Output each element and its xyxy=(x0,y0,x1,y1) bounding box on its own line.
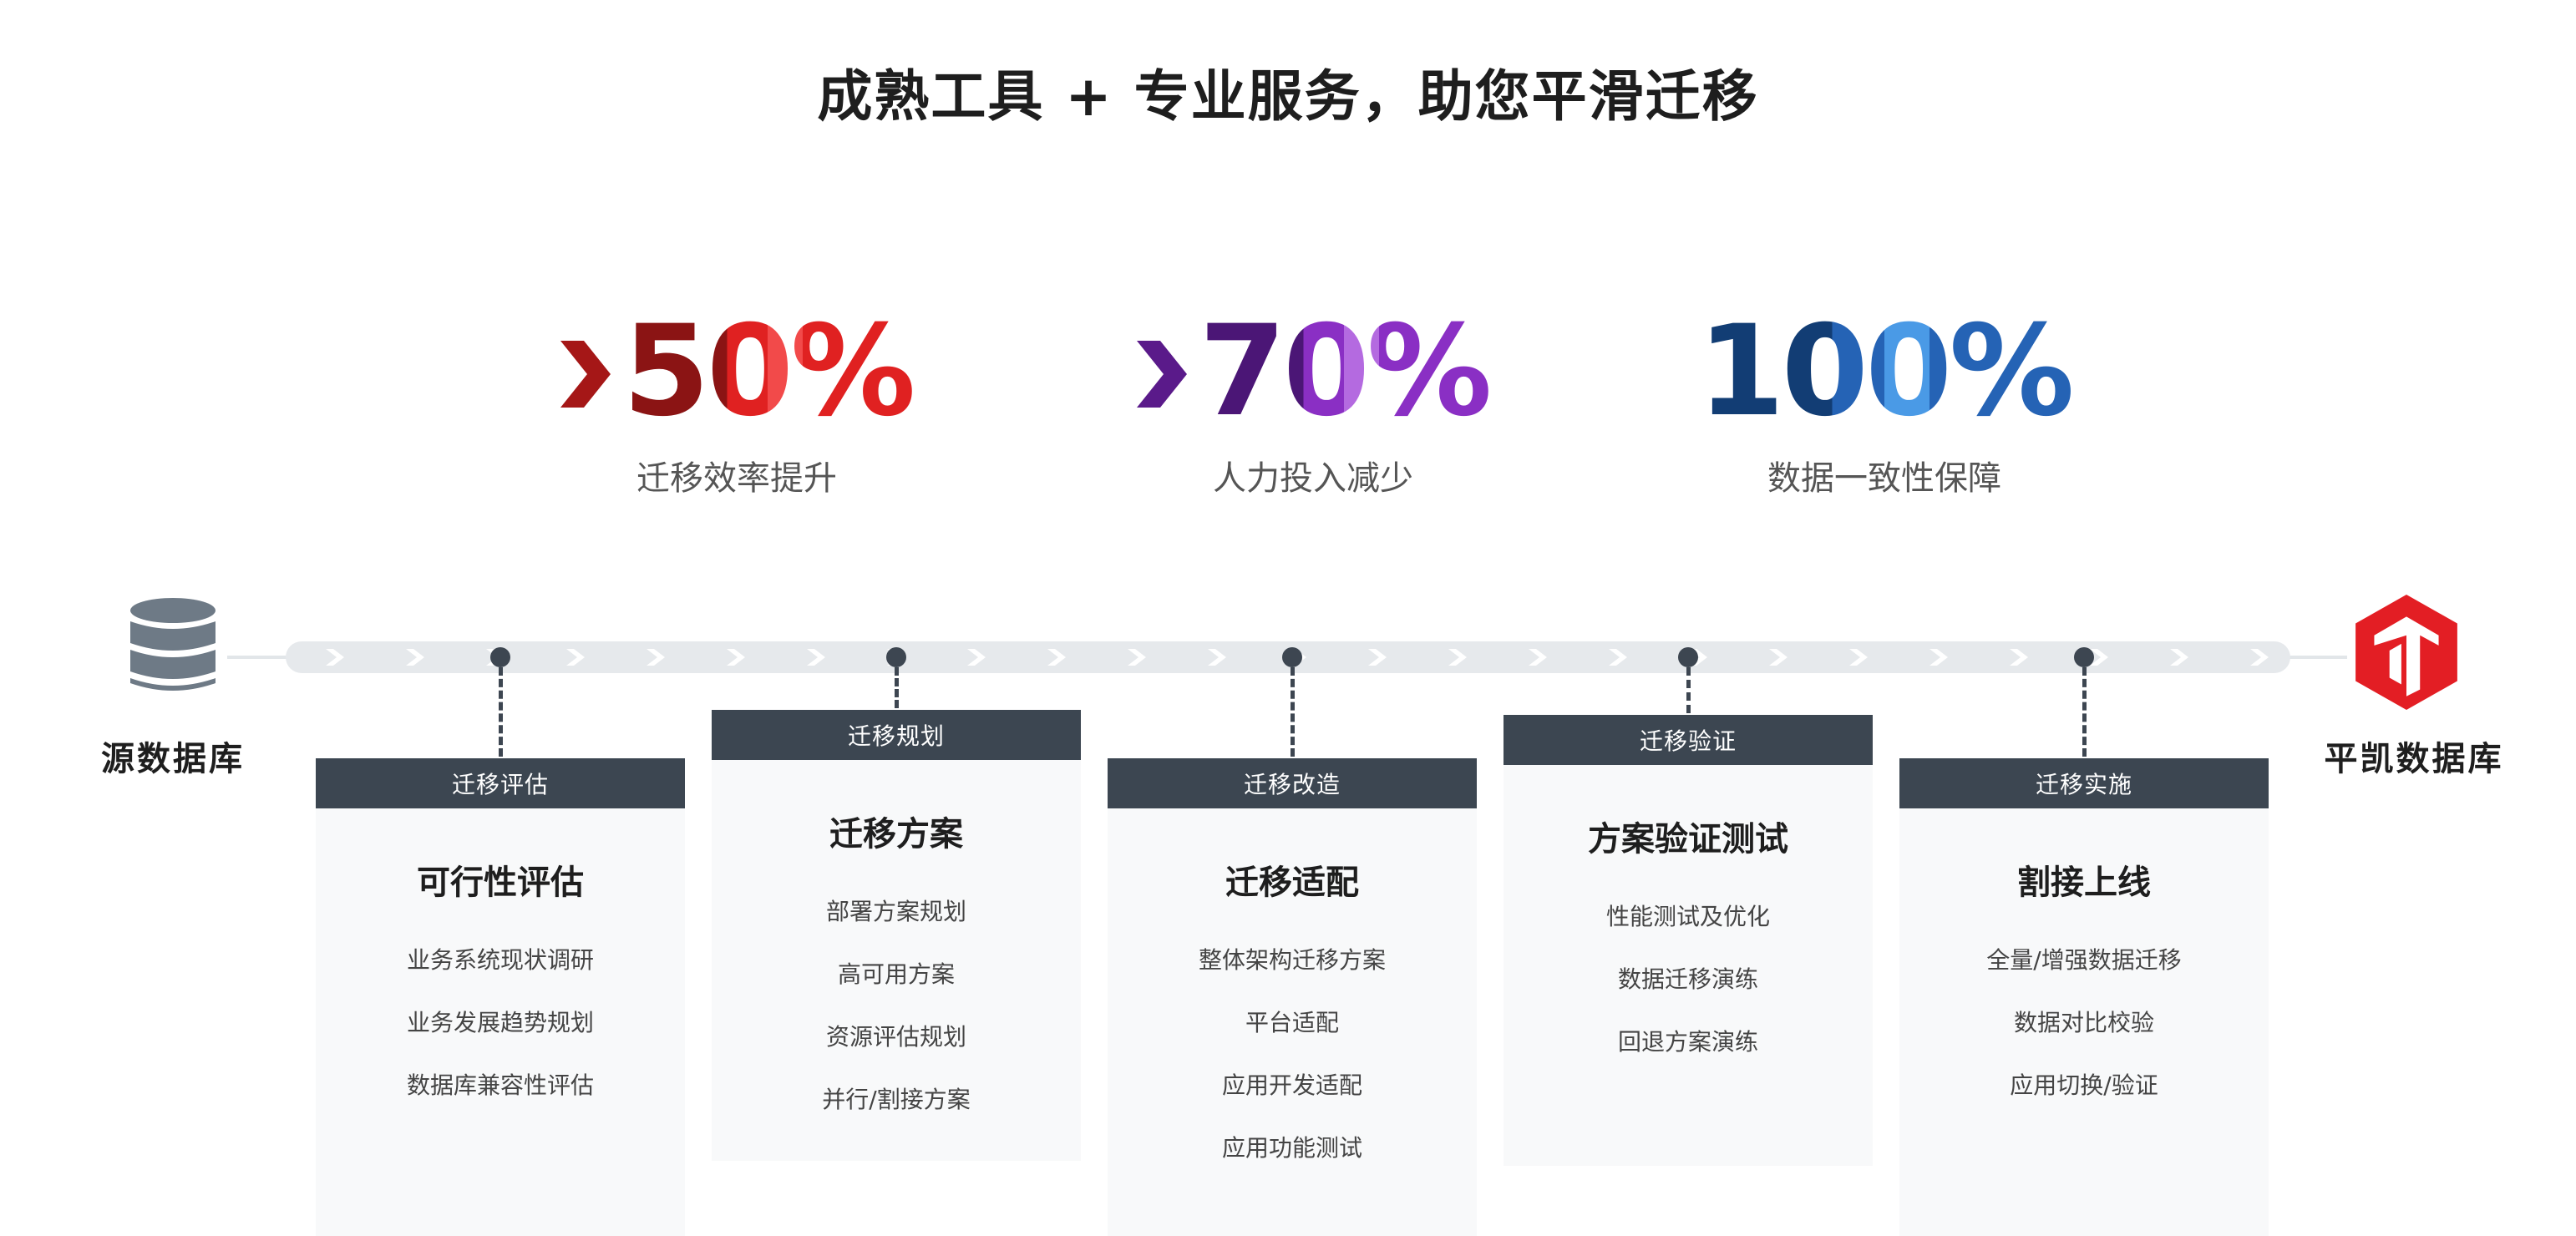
chevron-right-icon xyxy=(1689,649,1707,666)
phase-item-list: 部署方案规划高可用方案资源评估规划并行/割接方案 xyxy=(712,880,1081,1131)
chevron-right-icon xyxy=(326,649,344,666)
chevron-right-icon xyxy=(1137,341,1188,408)
phase-item: 整体架构迁移方案 xyxy=(1198,946,1386,974)
phase-header: 迁移实施 xyxy=(1899,758,2269,808)
chevron-right-icon xyxy=(1128,649,1146,666)
chevron-right-icon xyxy=(1769,649,1787,666)
phase-item: 业务系统现状调研 xyxy=(406,946,594,974)
track-connector-dash xyxy=(895,667,899,708)
phase-title: 迁移方案 xyxy=(829,815,963,854)
phase-card: 迁移评估可行性评估业务系统现状调研业务发展趋势规划数据库兼容性评估 xyxy=(316,758,685,1236)
stat-label: 数据一致性保障 xyxy=(1767,459,2001,498)
stat-label: 人力投入减少 xyxy=(1213,459,1413,498)
stat-value: 50% xyxy=(622,299,915,444)
database-icon xyxy=(130,598,216,691)
track-node xyxy=(1282,647,1302,667)
chevron-right-icon xyxy=(2010,649,2028,666)
track-node xyxy=(2074,647,2094,667)
phase-item: 全量/增强数据迁移 xyxy=(1986,946,2182,974)
source-label: 源数据库 xyxy=(101,740,245,778)
chevron-right-icon xyxy=(1368,649,1387,666)
chevron-right-icon xyxy=(1208,649,1226,666)
chevron-right-icon xyxy=(1609,649,1627,666)
chevron-right-icon xyxy=(2250,649,2269,666)
chevron-right-icon xyxy=(566,649,585,666)
target-connector xyxy=(2289,656,2347,659)
chevron-right-icon xyxy=(1529,649,1547,666)
chevron-right-icon xyxy=(2090,649,2108,666)
phase-item: 数据迁移演练 xyxy=(1617,965,1758,993)
track-node xyxy=(490,647,510,667)
chevron-right-icon xyxy=(647,649,665,666)
track-connector-dash xyxy=(1291,667,1295,757)
chevron-right-icon xyxy=(1047,649,1066,666)
phase-item: 回退方案演练 xyxy=(1617,1028,1758,1056)
pingcap-logo xyxy=(2355,595,2457,710)
chevron-right-icon xyxy=(1929,649,1948,666)
chevron-right-icon xyxy=(406,649,424,666)
phase-header: 迁移规划 xyxy=(712,710,1081,760)
stat-manpower: 70% 人力投入减少 xyxy=(1054,301,1572,499)
stat-label: 迁移效率提升 xyxy=(636,459,837,498)
phase-item: 高可用方案 xyxy=(837,960,955,988)
stat-consistency: 100% 数据一致性保障 xyxy=(1625,301,2143,499)
track-connector-dash xyxy=(2082,667,2087,757)
chevron-right-icon xyxy=(727,649,745,666)
phase-card: 迁移验证方案验证测试性能测试及优化数据迁移演练回退方案演练 xyxy=(1504,715,1873,1166)
chevron-right-icon xyxy=(1849,649,1868,666)
phase-item: 数据对比校验 xyxy=(2013,1009,2154,1036)
stat-efficiency: 50% 迁移效率提升 xyxy=(478,301,996,499)
stat-value: 70% xyxy=(1199,299,1492,444)
phase-item: 应用功能测试 xyxy=(1221,1134,1362,1162)
source-connector xyxy=(227,656,287,659)
phase-header: 迁移验证 xyxy=(1504,715,1873,765)
phase-title: 方案验证测试 xyxy=(1588,820,1788,859)
phase-item: 平台适配 xyxy=(1245,1009,1339,1036)
phase-header: 迁移改造 xyxy=(1108,758,1477,808)
phase-item-list: 全量/增强数据迁移数据对比校验应用切换/验证 xyxy=(1899,929,2269,1117)
phase-item: 数据库兼容性评估 xyxy=(406,1071,594,1099)
phase-item: 部署方案规划 xyxy=(825,898,966,925)
phase-header: 迁移评估 xyxy=(316,758,685,808)
track-connector-dash xyxy=(1686,667,1691,713)
phase-title: 割接上线 xyxy=(2017,864,2151,902)
chevron-right-icon xyxy=(1448,649,1467,666)
phase-item: 应用开发适配 xyxy=(1221,1071,1362,1099)
phase-item: 性能测试及优化 xyxy=(1605,903,1770,930)
phase-card: 迁移改造迁移适配整体架构迁移方案平台适配应用开发适配应用功能测试 xyxy=(1108,758,1477,1236)
track-node xyxy=(886,647,906,667)
track-connector-dash xyxy=(499,667,503,757)
chevron-right-icon xyxy=(807,649,825,666)
chevron-right-icon xyxy=(2170,649,2188,666)
page-title: 成熟工具 + 专业服务，助您平滑迁移 xyxy=(817,64,1759,129)
phase-item: 业务发展趋势规划 xyxy=(406,1009,594,1036)
target-label: 平凯数据库 xyxy=(2324,740,2504,778)
phase-item: 资源评估规划 xyxy=(825,1023,966,1051)
chevron-right-icon xyxy=(560,341,611,408)
phase-card: 迁移规划迁移方案部署方案规划高可用方案资源评估规划并行/割接方案 xyxy=(712,710,1081,1161)
phase-item-list: 性能测试及优化数据迁移演练回退方案演练 xyxy=(1504,885,1873,1073)
phase-item-list: 业务系统现状调研业务发展趋势规划数据库兼容性评估 xyxy=(316,929,685,1117)
track-node xyxy=(1678,647,1698,667)
phase-title: 可行性评估 xyxy=(417,864,584,902)
phase-item-list: 整体架构迁移方案平台适配应用开发适配应用功能测试 xyxy=(1108,929,1477,1179)
phase-item: 应用切换/验证 xyxy=(2010,1071,2158,1099)
stat-value: 100% xyxy=(1697,299,2074,444)
phase-title: 迁移适配 xyxy=(1225,864,1359,902)
phase-card: 迁移实施割接上线全量/增强数据迁移数据对比校验应用切换/验证 xyxy=(1899,758,2269,1236)
phase-item: 并行/割接方案 xyxy=(822,1086,971,1113)
chevron-right-icon xyxy=(967,649,986,666)
